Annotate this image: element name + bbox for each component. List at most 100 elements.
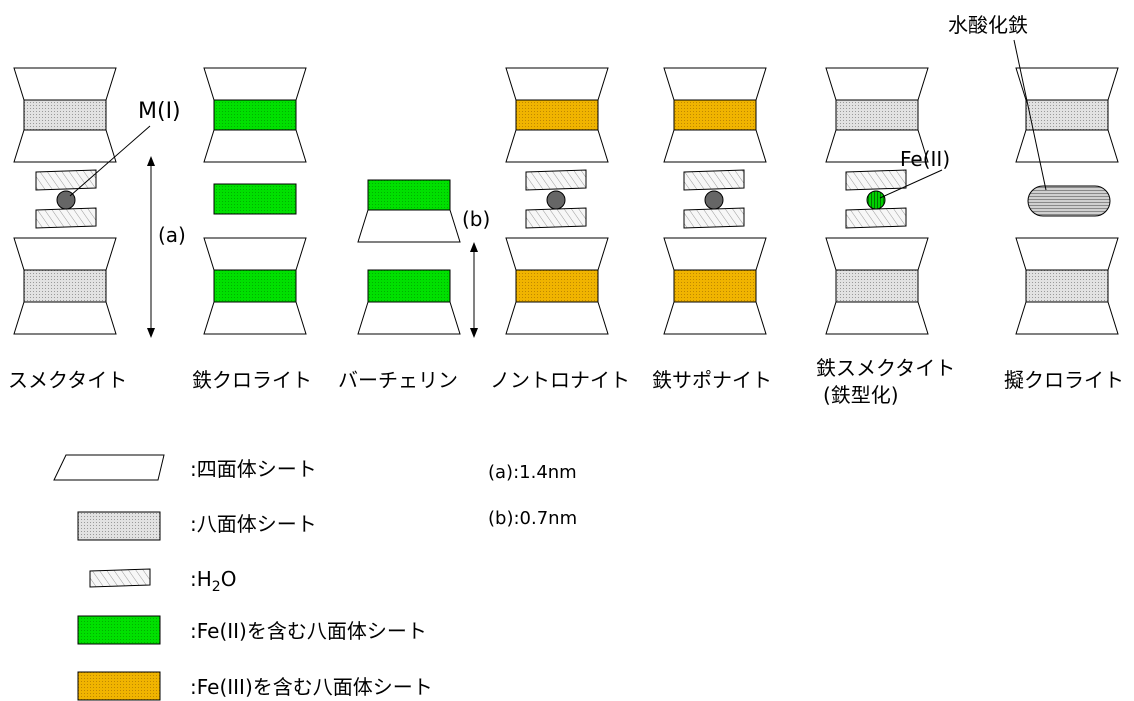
water-layer xyxy=(35,207,97,229)
tetrahedral-sheet xyxy=(825,129,929,163)
fe2-octahedral-sheet xyxy=(367,179,451,211)
label-fe-smectite-type: (鉄型化) xyxy=(823,383,899,407)
tetrahedral-sheet xyxy=(1015,129,1119,163)
legend-octa-label: :八面体シート xyxy=(190,512,317,536)
tetrahedral-sheet xyxy=(13,301,117,335)
tetrahedral-sheet xyxy=(357,209,461,243)
column-fe-smectite xyxy=(825,67,929,335)
arrow-up-icon xyxy=(470,242,478,252)
fe2-octahedral-sheet xyxy=(213,269,297,303)
tetrahedral-sheet xyxy=(825,67,929,101)
tetrahedral-sheet xyxy=(505,67,609,101)
octahedral-sheet xyxy=(1025,269,1109,303)
fe2-octahedral-sheet xyxy=(213,99,297,131)
fe-hydroxide-callout: 水酸化鉄 xyxy=(948,13,1047,191)
legend-water-label: :H2O xyxy=(190,567,236,595)
octahedral-sheet xyxy=(23,99,107,131)
tetrahedral-sheet xyxy=(505,301,609,335)
cation-m xyxy=(704,190,724,210)
tetrahedral-sheet xyxy=(357,301,461,335)
label-smectite: スメクタイト xyxy=(8,368,127,392)
tetrahedral-sheet xyxy=(1015,301,1119,335)
legend-tetra-label: :四面体シート xyxy=(190,457,317,481)
octahedral-sheet xyxy=(1025,99,1109,131)
dimension-a: (a) xyxy=(147,156,186,338)
octahedral-sheet xyxy=(23,269,107,303)
fe-hydroxide-leader xyxy=(1013,39,1047,191)
tetrahedral-sheet xyxy=(203,129,307,163)
column-berthierine xyxy=(357,179,461,335)
fe-ion-label: Fe(II) xyxy=(900,147,950,171)
legend-water-swatch xyxy=(89,568,151,588)
tetrahedral-sheet xyxy=(663,237,767,271)
tetrahedral-sheet xyxy=(13,129,117,163)
fe-hydroxide-label: 水酸化鉄 xyxy=(948,13,1028,37)
tetrahedral-sheet xyxy=(663,67,767,101)
fe3-octahedral-sheet xyxy=(515,269,599,303)
fe3-octahedral-sheet xyxy=(673,269,757,303)
mineral-names: スメクタイト 鉄クロライト バーチェリン ノントロナイト 鉄サポナイト 鉄スメク… xyxy=(8,356,1124,407)
label-fe-saponite: 鉄サポナイト xyxy=(652,368,772,392)
legend-fe2-label: :Fe(II)を含む八面体シート xyxy=(190,619,427,643)
tetrahedral-sheet xyxy=(203,301,307,335)
water-layer xyxy=(845,169,907,191)
water-layer xyxy=(35,169,97,191)
column-pseudo-chlorite xyxy=(1015,67,1119,335)
label-fe-chlorite: 鉄クロライト xyxy=(192,368,312,392)
tetrahedral-sheet xyxy=(13,237,117,271)
arrow-down-icon xyxy=(470,328,478,338)
m-ion-label: M(I) xyxy=(138,99,181,124)
legend-fe2-swatch xyxy=(77,615,161,645)
fe2-octahedral-sheet xyxy=(367,269,451,303)
water-layer xyxy=(683,207,745,229)
legend-fe3-swatch xyxy=(77,671,161,701)
legend-a-value: (a):1.4nm xyxy=(488,462,577,483)
tetrahedral-sheet xyxy=(203,237,307,271)
water-layer xyxy=(525,207,587,229)
cation-m xyxy=(546,190,566,210)
legend-fe3-label: :Fe(III)を含む八面体シート xyxy=(190,675,433,699)
m-ion-leader xyxy=(69,125,151,197)
tetrahedral-sheet xyxy=(1015,67,1119,101)
legend-b-value: (b):0.7nm xyxy=(488,508,577,529)
legend-tetra-swatch xyxy=(53,454,165,481)
legend-water-prefix: :H xyxy=(190,567,212,591)
cation-fe2 xyxy=(866,190,886,210)
label-berthierine: バーチェリン xyxy=(338,368,458,392)
legend-octa-swatch xyxy=(77,511,161,541)
dim-a-label: (a) xyxy=(158,223,186,247)
tetrahedral-sheet xyxy=(505,129,609,163)
m-ion-callout: M(I) xyxy=(69,99,181,197)
fe3-octahedral-sheet xyxy=(673,99,757,131)
column-smectite xyxy=(13,67,117,335)
water-layer xyxy=(683,169,745,191)
fe-ion-leader xyxy=(879,169,943,199)
legend: :四面体シート (a):1.4nm :八面体シート (b):0.7nm :H2O… xyxy=(53,454,577,701)
water-layer xyxy=(525,169,587,191)
tetrahedral-sheet xyxy=(825,301,929,335)
label-nontronite: ノントロナイト xyxy=(490,368,630,392)
legend-water-subscript: 2 xyxy=(212,579,221,595)
tetrahedral-sheet xyxy=(1015,237,1119,271)
fe3-octahedral-sheet xyxy=(515,99,599,131)
tetrahedral-sheet xyxy=(663,301,767,335)
fe-ion-callout: Fe(II) xyxy=(879,147,950,199)
tetrahedral-sheet xyxy=(663,129,767,163)
arrow-down-icon xyxy=(147,328,155,338)
legend-water-suffix: O xyxy=(221,567,237,591)
water-layer xyxy=(845,207,907,229)
iron-hydroxide xyxy=(1027,185,1111,217)
tetrahedral-sheet xyxy=(825,237,929,271)
octahedral-sheet xyxy=(835,269,919,303)
tetrahedral-sheet xyxy=(505,237,609,271)
dim-b-label: (b) xyxy=(462,207,490,231)
column-nontronite xyxy=(505,67,609,335)
arrow-up-icon xyxy=(147,156,155,166)
column-fe-chlorite xyxy=(203,67,307,335)
label-fe-smectite: 鉄スメクタイト xyxy=(816,356,955,380)
column-fe-saponite xyxy=(663,67,767,335)
label-pseudo-chlorite: 擬クロライト xyxy=(1004,368,1124,392)
tetrahedral-sheet xyxy=(13,67,117,101)
tetrahedral-sheet xyxy=(203,67,307,101)
